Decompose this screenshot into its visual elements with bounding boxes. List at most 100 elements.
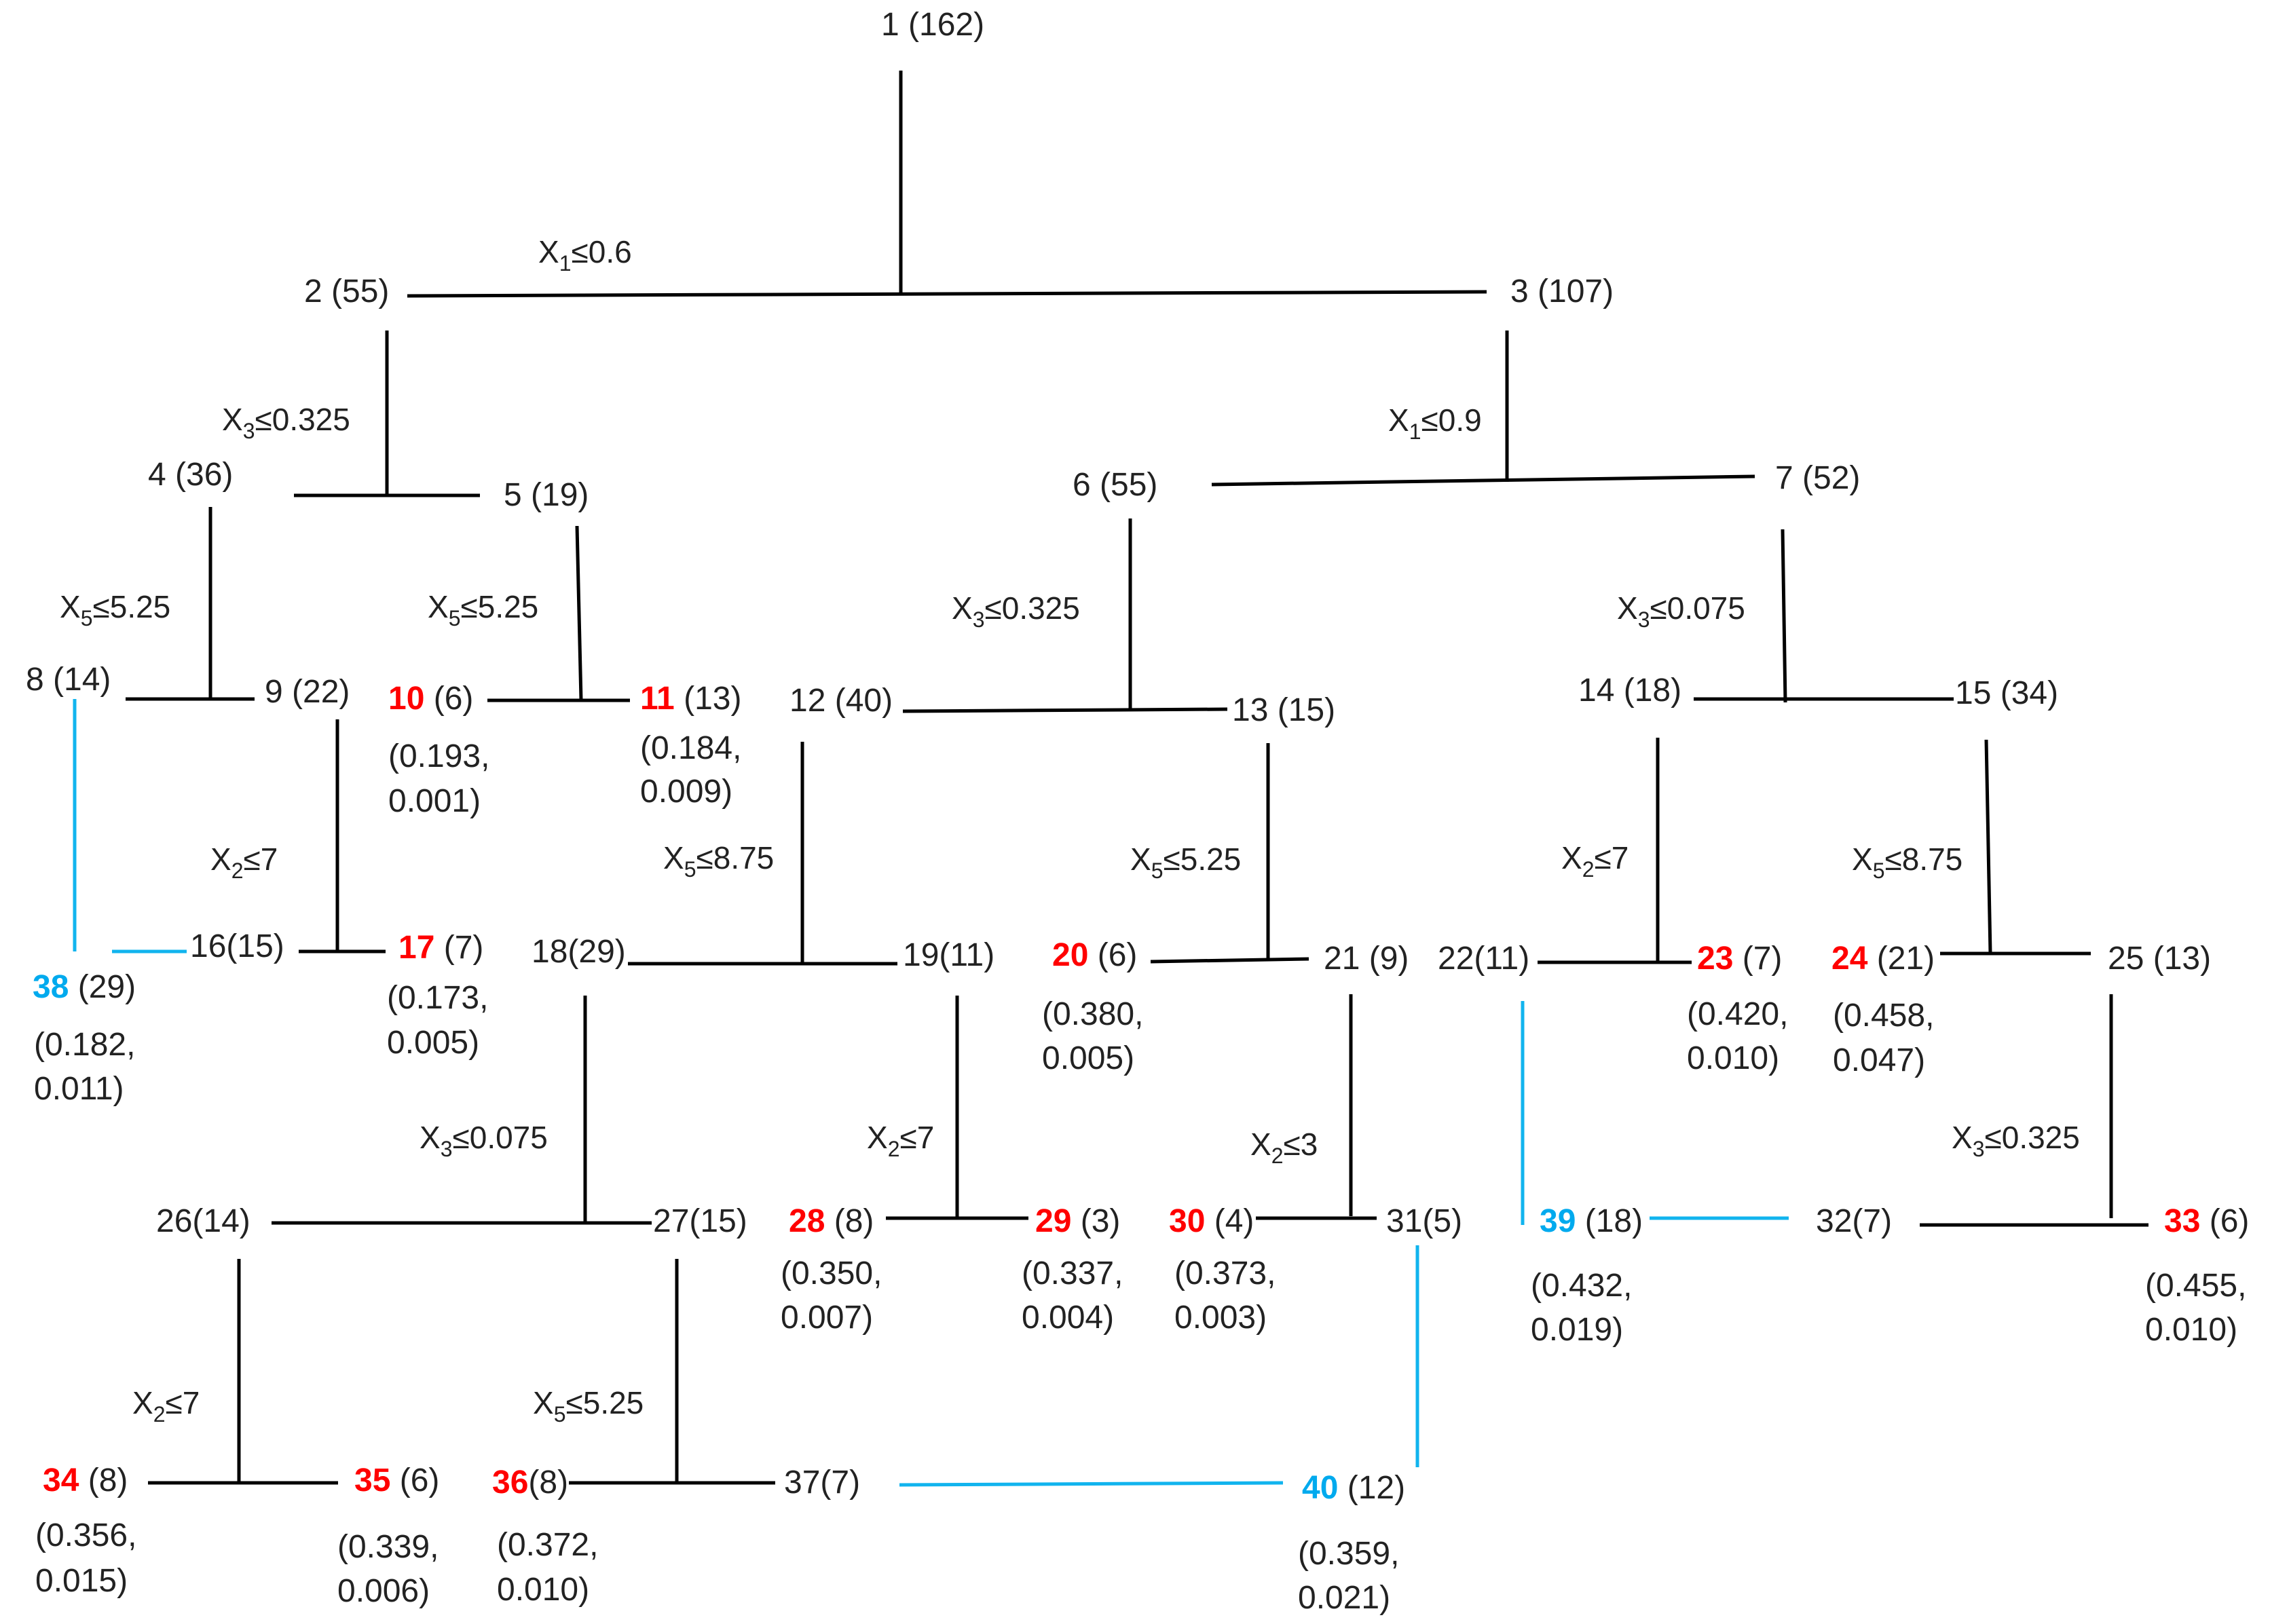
node-36-stat-var: 0.010)	[497, 1572, 589, 1608]
split-label-node-1: X1≤0.6	[538, 234, 632, 276]
node-28-stat-mean: (0.350,	[781, 1255, 882, 1291]
node-29-stat-var: 0.004)	[1022, 1300, 1114, 1336]
node-24-stat-mean: (0.458,	[1833, 998, 1934, 1034]
node-11-stat-var: 0.009)	[640, 774, 732, 810]
edge-13-bar	[1150, 957, 1309, 964]
node-39-stat-var: 0.019)	[1531, 1312, 1623, 1348]
split-label-node-26: X2≤7	[132, 1385, 200, 1427]
split-label-node-25: X3≤0.325	[1952, 1120, 2080, 1161]
node-31: 31(5)	[1386, 1203, 1462, 1239]
split-label-node-19: X2≤7	[867, 1120, 934, 1161]
node-35: 35 (6)	[354, 1462, 439, 1498]
node-35-stat-mean: (0.339,	[337, 1529, 439, 1565]
node-3: 3 (107)	[1510, 273, 1614, 309]
split-label-node-5: X5≤5.25	[428, 589, 538, 630]
node-1: 1 (162)	[881, 7, 984, 43]
node-38: 38 (29)	[33, 969, 136, 1005]
node-36: 36(8)	[492, 1465, 568, 1500]
node-35-stat-var: 0.006)	[337, 1573, 430, 1609]
split-label-node-15: X5≤8.75	[1852, 842, 1962, 883]
node-17-stat-mean: (0.173,	[387, 980, 488, 1016]
node-29: 29 (3)	[1035, 1203, 1120, 1239]
node-20: 20 (6)	[1052, 937, 1137, 973]
node-7: 7 (52)	[1775, 460, 1860, 496]
node-13: 13 (15)	[1232, 692, 1335, 728]
node-23: 23 (7)	[1697, 941, 1782, 977]
node-30: 30 (4)	[1169, 1203, 1254, 1239]
node-34: 34 (8)	[43, 1462, 128, 1498]
node-17-stat-var: 0.005)	[387, 1025, 479, 1061]
node-9: 9 (22)	[265, 674, 350, 710]
node-20-stat-mean: (0.380,	[1042, 996, 1143, 1032]
tree-edges	[126, 71, 2148, 1485]
node-33-stat-var: 0.010)	[2145, 1312, 2237, 1348]
split-label-node-6: X3≤0.325	[952, 590, 1080, 632]
node-38-stat-mean: (0.182,	[34, 1027, 135, 1063]
node-20-stat-var: 0.005)	[1042, 1040, 1134, 1076]
node-33-stat-mean: (0.455,	[2145, 1268, 2246, 1304]
split-label-node-7: X3≤0.075	[1617, 590, 1745, 632]
split-label-node-18: X3≤0.075	[420, 1120, 548, 1161]
split-label-node-13: X5≤5.25	[1130, 842, 1241, 883]
edge-5-stem	[575, 525, 583, 701]
edge-15-stem	[1984, 739, 1992, 954]
split-label-node-14: X2≤7	[1561, 840, 1629, 882]
node-39-stat-mean: (0.432,	[1531, 1268, 1632, 1304]
node-10-stat-var: 0.001)	[388, 783, 481, 819]
node-23-stat-var: 0.010)	[1687, 1040, 1779, 1076]
merge-links	[73, 699, 1789, 1487]
node-30-stat-mean: (0.373,	[1174, 1255, 1276, 1291]
node-24: 24 (21)	[1831, 941, 1935, 977]
node-6: 6 (55)	[1073, 467, 1157, 503]
split-labels: X1≤0.6 X3≤0.325 X1≤0.9 X5≤5.25 X5≤5.25 X…	[60, 234, 2080, 1427]
node-23-stat-mean: (0.420,	[1687, 996, 1788, 1032]
node-labels: 1 (162) 2 (55) 3 (107) 4 (36) 5 (19) 6 (…	[26, 7, 2249, 1616]
node-17: 17 (7)	[398, 930, 483, 966]
node-32: 32(7)	[1816, 1203, 1892, 1239]
split-label-node-3: X1≤0.9	[1388, 402, 1482, 444]
edge-6-bar	[902, 707, 1228, 713]
node-34-stat-mean: (0.356,	[35, 1517, 136, 1553]
node-33: 33 (6)	[2164, 1203, 2249, 1239]
node-14: 14 (18)	[1578, 673, 1681, 709]
node-15: 15 (34)	[1955, 675, 2058, 711]
edge-1-bar	[407, 290, 1487, 298]
node-11: 11 (13)	[640, 681, 741, 717]
node-40: 40 (12)	[1302, 1470, 1405, 1506]
node-38-stat-var: 0.011)	[34, 1071, 124, 1107]
node-10-stat-mean: (0.193,	[388, 738, 489, 774]
node-8: 8 (14)	[26, 662, 111, 698]
node-34-stat-var: 0.015)	[35, 1563, 128, 1599]
split-label-node-27: X5≤5.25	[533, 1385, 644, 1427]
node-16: 16(15)	[190, 928, 284, 964]
split-label-node-21: X2≤3	[1250, 1127, 1318, 1168]
node-12: 12 (40)	[789, 683, 893, 719]
split-label-node-12: X5≤8.75	[663, 840, 774, 882]
link-37-to-40	[899, 1481, 1284, 1487]
node-40-stat-var: 0.021)	[1298, 1580, 1390, 1616]
node-36-stat-mean: (0.372,	[497, 1527, 598, 1563]
node-10: 10 (6)	[388, 681, 473, 717]
node-29-stat-mean: (0.337,	[1022, 1255, 1123, 1291]
edge-3-bar	[1211, 474, 1755, 487]
node-28: 28 (8)	[789, 1203, 874, 1239]
node-18: 18(29)	[532, 934, 626, 970]
edge-7-stem	[1781, 529, 1787, 703]
split-label-node-4: X5≤5.25	[60, 589, 170, 630]
node-27: 27(15)	[653, 1203, 747, 1239]
node-21: 21 (9)	[1324, 941, 1409, 977]
node-5: 5 (19)	[504, 477, 589, 513]
node-40-stat-mean: (0.359,	[1298, 1536, 1399, 1572]
node-19: 19(11)	[903, 937, 994, 973]
split-label-node-2: X3≤0.325	[222, 402, 350, 443]
node-4: 4 (36)	[148, 457, 233, 493]
node-2: 2 (55)	[304, 273, 389, 309]
node-22: 22(11)	[1438, 941, 1529, 977]
node-25: 25 (13)	[2108, 941, 2211, 977]
node-30-stat-var: 0.003)	[1174, 1300, 1267, 1336]
node-28-stat-var: 0.007)	[781, 1300, 873, 1336]
node-37: 37(7)	[784, 1465, 860, 1500]
node-39: 39 (18)	[1540, 1203, 1643, 1239]
node-11-stat-mean: (0.184,	[640, 730, 741, 766]
